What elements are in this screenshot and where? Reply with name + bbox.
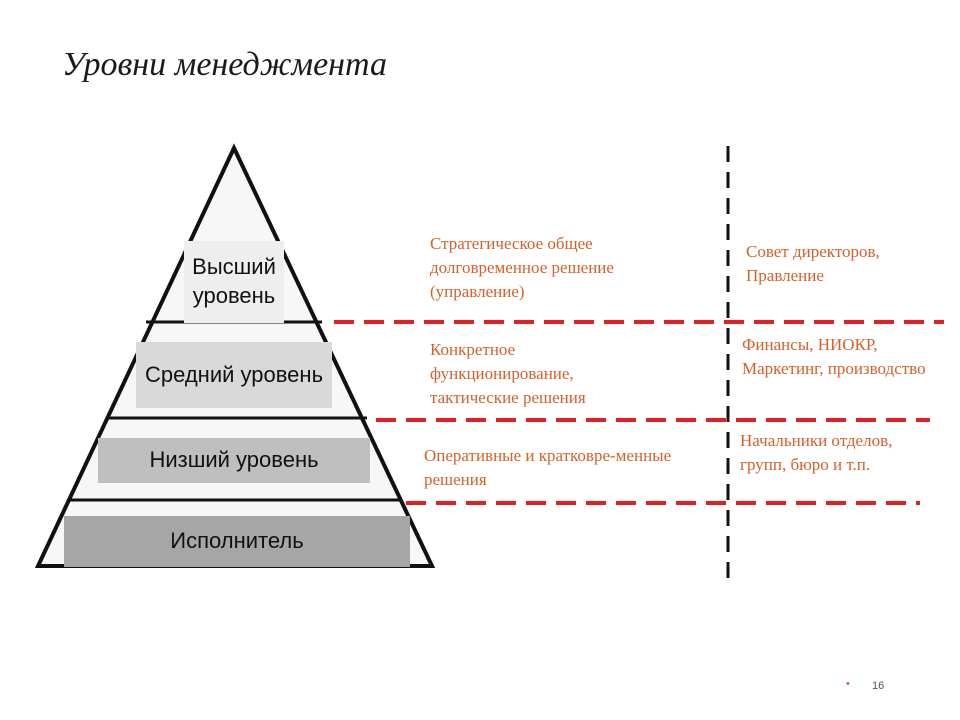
- level-top-description: Стратегическое общее долговременное реше…: [430, 234, 614, 301]
- page-title: Уровни менеджмента: [62, 46, 387, 83]
- footer-bullet: •: [846, 678, 850, 690]
- level-top-bodies: Совет директоров, Правление: [746, 242, 880, 285]
- level-lower-description: Оперативные и кратковре-менные решения: [424, 446, 672, 489]
- level-middle-description: Конкретное функционирование, тактические…: [430, 340, 586, 407]
- level-executor-box: Исполнитель: [64, 516, 410, 567]
- level-lower-box: Низший уровень: [98, 438, 370, 483]
- level-lower-bodies: Начальники отделов, групп, бюро и т.п.: [740, 431, 893, 474]
- level-top-box: Высший уровень: [184, 241, 284, 323]
- level-executor-label: Исполнитель: [170, 528, 304, 554]
- level-middle-box: Средний уровень: [136, 342, 332, 408]
- level-middle-bodies: Финансы, НИОКР, Маркетинг, производство: [742, 335, 926, 378]
- page-number: 16: [872, 680, 885, 692]
- level-lower-label: Низший уровень: [149, 447, 319, 473]
- level-top-label: Высший уровень: [192, 254, 276, 308]
- level-middle-label: Средний уровень: [144, 361, 324, 387]
